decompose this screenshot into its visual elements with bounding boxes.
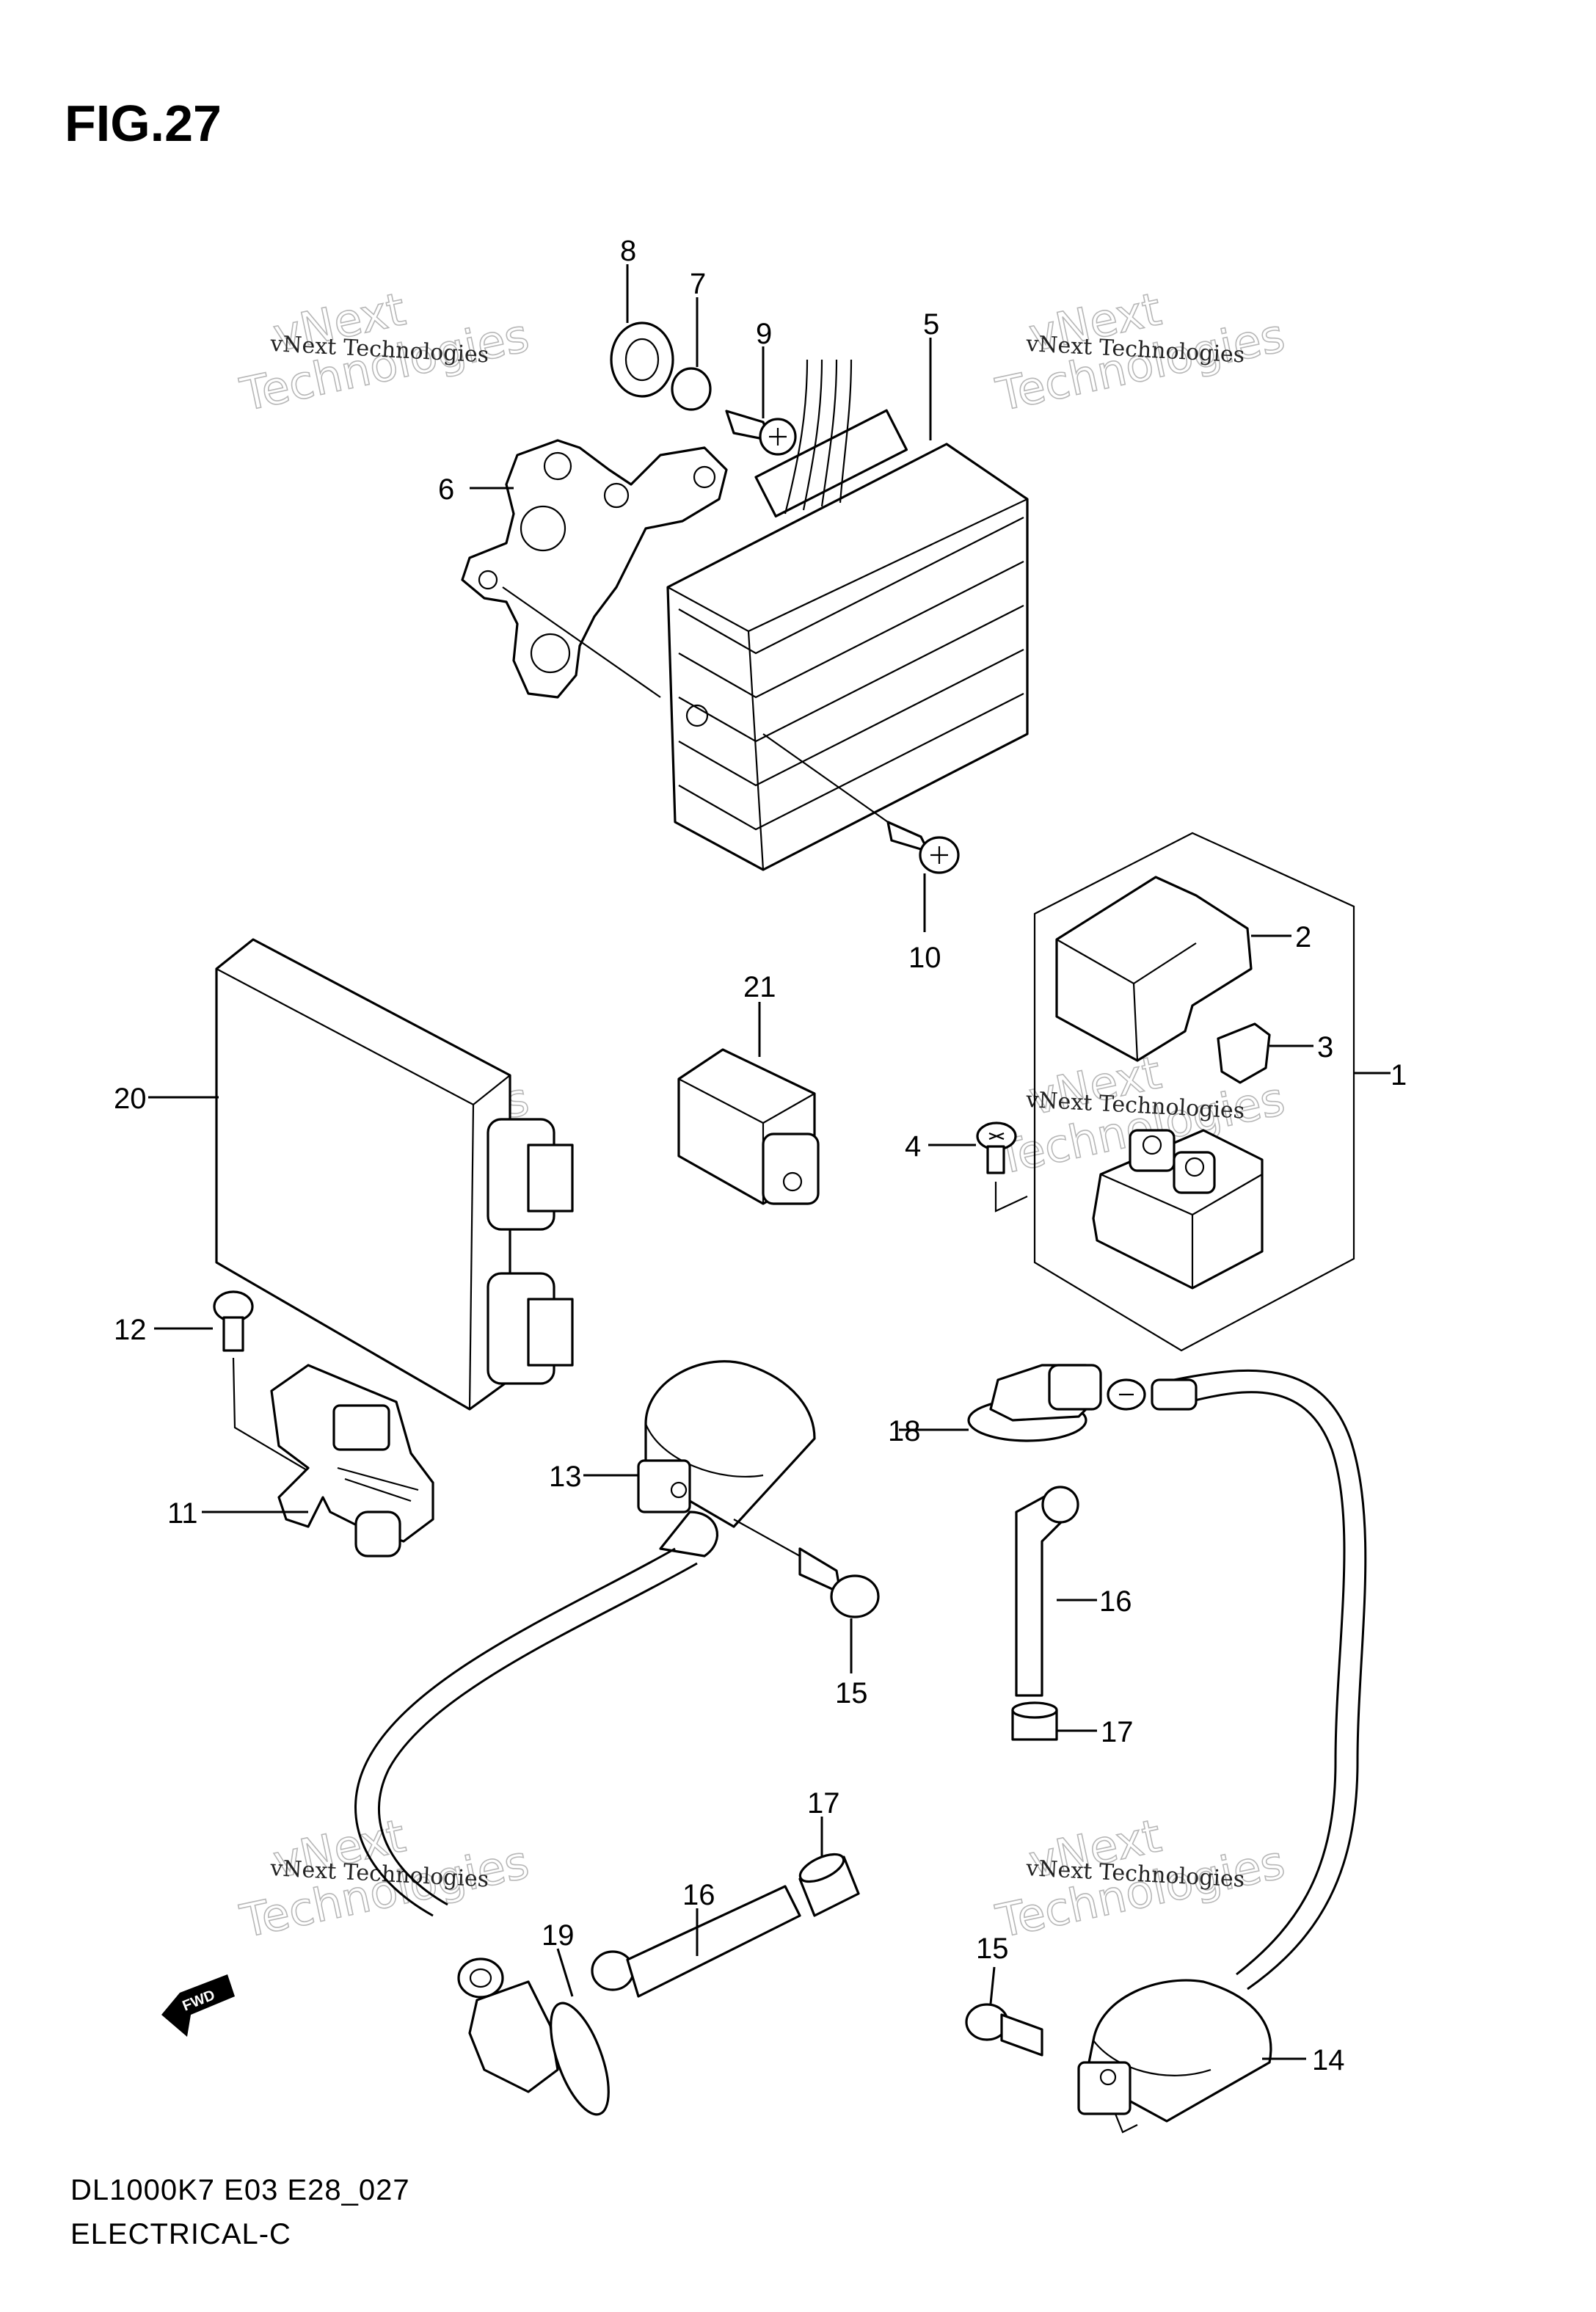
part-15-bolt-upper	[733, 1519, 880, 1618]
part-19-plug-cap	[457, 1957, 610, 2116]
leader-lines	[148, 264, 1391, 2060]
callout-10: 10	[908, 942, 941, 974]
callout-17: 17	[1101, 1716, 1134, 1748]
callout-20: 20	[114, 1083, 147, 1115]
callout-14: 14	[1312, 2044, 1345, 2076]
part-16-lead-upper	[1015, 1486, 1079, 1697]
callout-5: 5	[923, 308, 939, 341]
callout-11: 11	[167, 1497, 198, 1530]
callout-4: 4	[905, 1130, 921, 1163]
fwd-direction-badge: FWD	[161, 1974, 235, 2037]
part-21-relay	[677, 1048, 820, 1205]
callout-19: 19	[542, 1919, 575, 1952]
part-17-cap-lower	[798, 1853, 860, 1917]
callout-16: 16	[1099, 1585, 1132, 1618]
callout-6: 6	[438, 473, 454, 506]
callout-18: 18	[888, 1415, 921, 1447]
part-2-relay-cover	[1055, 876, 1253, 1062]
callout-16: 16	[682, 1879, 715, 1911]
callout-21: 21	[743, 971, 776, 1003]
part-9-bolt	[725, 410, 797, 456]
figure-title: FIG.27	[65, 95, 222, 152]
part-10-bolt	[762, 733, 960, 874]
part-3-fuse	[1217, 1022, 1271, 1084]
part-15-bolt-lower	[965, 2003, 1043, 2057]
part-13-ignition-coil	[637, 1360, 816, 1557]
callout-12: 12	[114, 1314, 147, 1346]
part-14-ignition-coil	[1077, 1979, 1272, 2134]
callout-15: 15	[976, 1933, 1009, 1965]
part-5-regulator	[666, 359, 1029, 871]
part-7-collar	[671, 367, 712, 411]
part-20-ecm	[215, 938, 574, 1411]
part-4-screw	[976, 1122, 1028, 1213]
part-8-grommet	[610, 321, 674, 398]
callout-3: 3	[1317, 1031, 1333, 1064]
part-18-plug-cap	[967, 1364, 1146, 1442]
callout-17: 17	[807, 1787, 840, 1820]
callout-7: 7	[690, 268, 706, 300]
part-12-bolt	[213, 1290, 316, 1476]
callout-15: 15	[835, 1677, 868, 1709]
callout-1: 1	[1391, 1059, 1407, 1091]
part-1-starter-relay-assembly	[1033, 832, 1355, 1352]
part-14-high-tension-lead	[1151, 1369, 1367, 1991]
callout-2: 2	[1295, 921, 1311, 953]
callout-9: 9	[756, 318, 772, 350]
part-1-relay-body	[1092, 1129, 1264, 1290]
callout-8: 8	[620, 235, 636, 267]
callout-13: 13	[549, 1461, 582, 1493]
callout-numbers: 1 2 3 4 5 6 7 8 9 10 11 12 13 14 15 15 1…	[114, 235, 1407, 2076]
model-code: DL1000K7 E03 E28_027	[70, 2174, 410, 2206]
part-16-lead-lower	[591, 1885, 801, 1998]
part-17-cap-upper	[1011, 1701, 1058, 1741]
section-title: ELECTRICAL-C	[70, 2218, 291, 2250]
part-6-bracket	[461, 439, 728, 699]
part-11-sensor	[270, 1364, 434, 1557]
part-13-high-tension-lead	[354, 1547, 698, 1917]
